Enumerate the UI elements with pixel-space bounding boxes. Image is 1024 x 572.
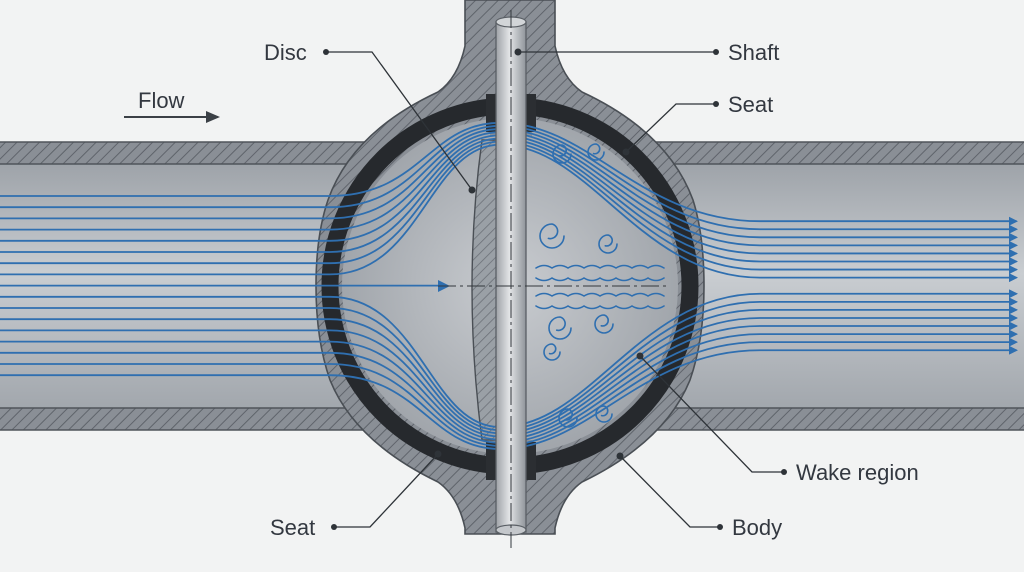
shaft	[438, 10, 668, 548]
seat-top-label: Seat	[728, 92, 773, 117]
shaft-label: Shaft	[728, 40, 779, 65]
eddy-icon	[587, 143, 605, 161]
seat-bottom-label: Seat	[270, 515, 315, 540]
eddy-icon	[558, 408, 578, 428]
eddy-icon	[595, 405, 613, 423]
callout-shaft: Shaft	[514, 40, 779, 65]
wake-wave	[535, 277, 665, 282]
callout-wake-region: Wake region	[636, 352, 919, 485]
wake-wave	[535, 292, 665, 297]
wake-region-label: Wake region	[796, 460, 919, 485]
callout-body: Body	[616, 452, 782, 540]
eddy-icon	[552, 144, 572, 164]
callout-seat-bottom: Seat	[270, 450, 442, 540]
wake-wave	[535, 264, 665, 269]
eddy-icon	[548, 316, 572, 340]
flow-indicator: Flow	[124, 88, 220, 123]
callout-seat-top: Seat	[622, 92, 773, 156]
wake-eddies	[535, 143, 665, 428]
callout-disc: Disc	[264, 40, 476, 194]
flow-label: Flow	[138, 88, 185, 113]
body-label: Body	[732, 515, 782, 540]
eddy-icon	[543, 343, 561, 361]
callouts: Disc Shaft Seat Wake region	[264, 40, 919, 540]
eddy-icon	[594, 314, 614, 334]
eddy-icon	[598, 234, 618, 254]
disc-label: Disc	[264, 40, 307, 65]
eddy-icon	[539, 223, 565, 249]
wake-wave	[535, 305, 665, 310]
